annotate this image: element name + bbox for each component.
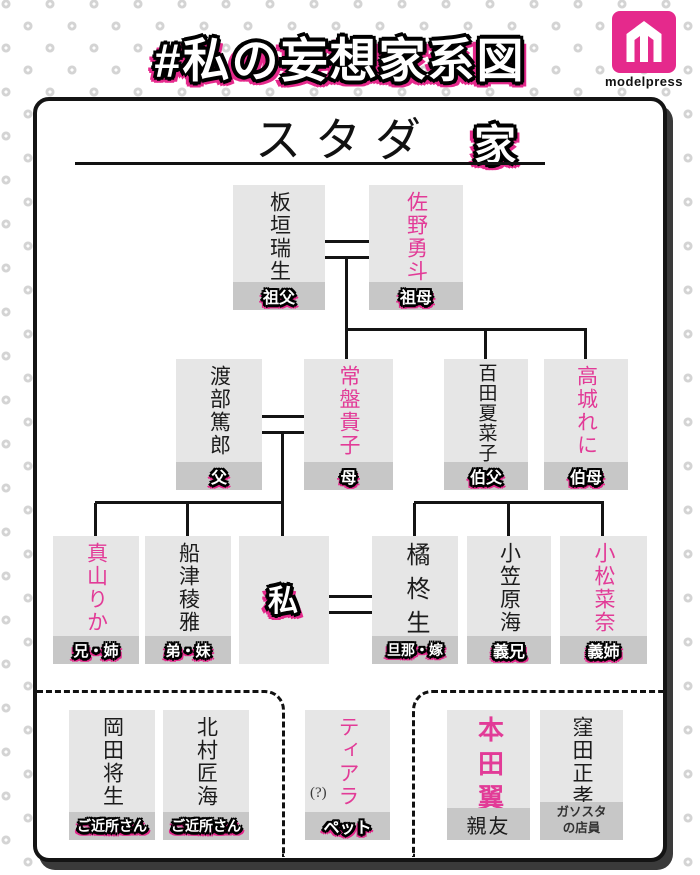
relation-badge: 義兄 bbox=[492, 644, 525, 661]
relation-badge: 兄・姉 bbox=[73, 642, 119, 660]
person-name: 小笠原海 bbox=[497, 542, 522, 634]
marriage-line-me-1 bbox=[329, 595, 372, 598]
page-title: #私の妄想家系図 bbox=[154, 34, 526, 87]
relation-strip: 旦那・嫁 bbox=[372, 636, 458, 664]
family-suffix: 家 bbox=[474, 122, 519, 169]
person-box-spouse: 橘柊生 旦那・嫁 bbox=[372, 536, 458, 664]
person-name: 小松菜奈 bbox=[592, 542, 616, 634]
relation-badge: ご近所さん bbox=[77, 818, 147, 834]
drop-line-aunt bbox=[584, 330, 587, 359]
relation-badge: 祖母 bbox=[399, 290, 432, 307]
person-box-best-friend: 本田翼 親友 bbox=[447, 710, 530, 840]
marriage-line-me-2 bbox=[329, 611, 372, 614]
marriage-line-grandparents-1 bbox=[325, 240, 369, 243]
relation-badge: 伯母 bbox=[569, 470, 602, 487]
relation-strip: 父 bbox=[176, 462, 262, 490]
relation-badge: ペット bbox=[323, 820, 372, 837]
person-name: 本田翼 bbox=[474, 716, 504, 818]
sibling-line-row3-right bbox=[414, 501, 604, 504]
relation-strip: 伯父 bbox=[444, 462, 528, 490]
person-box-aunt: 高城れに 伯母 bbox=[544, 359, 628, 490]
relation-badge: 伯父 bbox=[469, 470, 502, 487]
family-underline bbox=[75, 162, 545, 165]
relation-label: 親友 bbox=[466, 815, 511, 838]
relation-label-line1: ガソスタ bbox=[556, 805, 607, 820]
person-name: 船津稜雅 bbox=[176, 542, 201, 634]
person-name: ティアラ bbox=[336, 716, 360, 808]
person-box-brother-in-law: 小笠原海 義兄 bbox=[467, 536, 551, 664]
relation-strip: 親友 bbox=[447, 808, 530, 840]
drop-line-uncle bbox=[484, 330, 487, 359]
modelpress-m-icon bbox=[626, 21, 662, 62]
person-name: 常盤貴子 bbox=[337, 365, 361, 457]
drop-line-sister-in-law bbox=[601, 503, 604, 536]
sibling-line-row2 bbox=[345, 328, 587, 331]
relation-strip: 祖父 bbox=[233, 282, 325, 310]
me-label: 私 bbox=[268, 585, 300, 619]
person-box-neighbor-2: 北村匠海 ご近所さん bbox=[163, 710, 249, 840]
person-box-grandmother: 佐野勇斗 祖母 bbox=[369, 185, 463, 310]
relation-label-line2: の店員 bbox=[562, 821, 601, 835]
sibling-line-row3-left bbox=[95, 501, 284, 504]
person-box-pet: ティアラ (?) ペット bbox=[305, 710, 390, 840]
person-name: 百田夏菜子 bbox=[475, 363, 497, 463]
person-name: 高城れに bbox=[574, 365, 599, 457]
person-box-grandfather: 板垣瑞生 祖父 bbox=[233, 185, 325, 310]
descent-line-parents bbox=[281, 433, 284, 536]
relation-strip: 母 bbox=[304, 462, 393, 490]
relation-strip: ご近所さん bbox=[69, 812, 155, 840]
person-box-uncle: 百田夏菜子 伯父 bbox=[444, 359, 528, 490]
modelpress-logo bbox=[612, 11, 676, 73]
person-box-gas-station-clerk: 窪田正孝 ガソスタ の店員 bbox=[540, 710, 623, 840]
relation-strip: ご近所さん bbox=[163, 812, 249, 840]
person-name: 窪田正孝 bbox=[570, 716, 594, 808]
relation-strip: 祖母 bbox=[369, 282, 463, 310]
relation-strip: 伯母 bbox=[544, 462, 628, 490]
relation-strip: 義兄 bbox=[467, 636, 551, 664]
person-box-father: 渡部篤郎 父 bbox=[176, 359, 262, 490]
person-name: 佐野勇斗 bbox=[404, 191, 429, 283]
person-box-younger-sibling: 船津稜雅 弟・妹 bbox=[145, 536, 231, 664]
relation-badge: 義姉 bbox=[587, 644, 620, 661]
person-box-neighbor-1: 岡田将生 ご近所さん bbox=[69, 710, 155, 840]
relation-strip: 弟・妹 bbox=[145, 636, 231, 664]
relation-strip: 義姉 bbox=[560, 636, 647, 664]
brand-name: modelpress bbox=[605, 74, 683, 89]
person-box-sister-in-law: 小松菜奈 義姉 bbox=[560, 536, 647, 664]
person-name: 渡部篤郎 bbox=[207, 365, 232, 457]
family-name: スタダ bbox=[255, 115, 435, 166]
relation-strip: 兄・姉 bbox=[53, 636, 139, 664]
relation-strip: ペット bbox=[305, 812, 390, 840]
marriage-line-grandparents-2 bbox=[325, 256, 369, 259]
marriage-line-parents-1 bbox=[262, 415, 304, 418]
person-name: 板垣瑞生 bbox=[267, 191, 292, 283]
drop-line-brother bbox=[186, 503, 189, 536]
descent-line-grandparents bbox=[345, 258, 348, 359]
person-box-me: 私 bbox=[239, 536, 329, 664]
drop-line-brother-in-law bbox=[507, 503, 510, 536]
relation-badge: ご近所さん bbox=[171, 818, 241, 834]
dashed-group-friends bbox=[412, 690, 663, 857]
person-name: 真山りか bbox=[84, 542, 109, 634]
dashed-group-neighbors bbox=[37, 690, 285, 857]
drop-line-spouse bbox=[413, 503, 416, 536]
person-name: 岡田将生 bbox=[100, 716, 125, 808]
person-box-mother: 常盤貴子 母 bbox=[304, 359, 393, 490]
marriage-line-parents-2 bbox=[262, 431, 304, 434]
person-box-older-sibling: 真山りか 兄・姉 bbox=[53, 536, 139, 664]
pet-name-prefix: (?) bbox=[310, 785, 327, 801]
relation-badge: 父 bbox=[210, 470, 227, 487]
person-name: 北村匠海 bbox=[194, 716, 219, 808]
drop-line-sister bbox=[94, 503, 97, 536]
relation-badge: 弟・妹 bbox=[165, 642, 211, 660]
relation-badge: 母 bbox=[340, 470, 357, 487]
relation-badge: 祖父 bbox=[262, 290, 295, 307]
person-name: 橘柊生 bbox=[402, 542, 428, 644]
relation-strip: ガソスタ の店員 bbox=[540, 802, 623, 840]
relation-badge: 旦那・嫁 bbox=[387, 642, 443, 658]
